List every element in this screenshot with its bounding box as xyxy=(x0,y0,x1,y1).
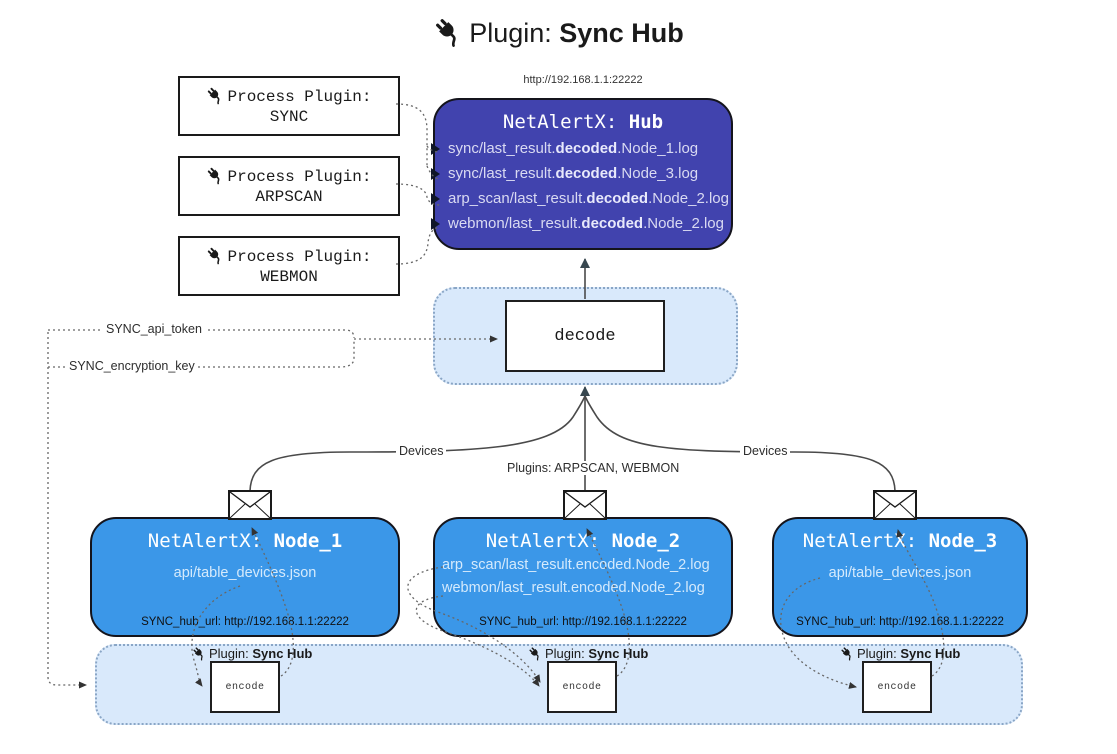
hub-file-row: arp_scan/last_result.decoded.Node_2.log xyxy=(431,188,731,210)
sync-plugin-label: Plugin: Sync Hub xyxy=(192,646,312,661)
hub-url: http://192.168.1.1:22222 xyxy=(523,74,643,86)
node-file-list: arp_scan/last_result.encoded.Node_2.log … xyxy=(435,557,731,596)
page-title-bold: Sync Hub xyxy=(559,18,684,48)
plug-icon xyxy=(433,16,465,48)
decode-label: decode xyxy=(554,326,616,346)
hub-file-bold: decoded xyxy=(555,165,618,182)
sync-plugin-label-prefix: Plugin: xyxy=(857,646,901,661)
hub-file-post: .Node_3.log xyxy=(617,165,699,182)
plug-icon xyxy=(206,86,225,105)
process-plugin-label: Process Plugin: xyxy=(227,88,372,106)
encode-box: encode xyxy=(547,661,617,713)
hub-title-bold: Hub xyxy=(628,111,664,133)
encode-label: encode xyxy=(562,681,602,693)
node-file-list: api/table_devices.json xyxy=(774,565,1026,581)
envelope-icon xyxy=(228,490,272,520)
encode-label: encode xyxy=(877,681,917,693)
hub-file-bold: decoded xyxy=(586,190,649,207)
plug-icon xyxy=(840,646,855,661)
encode-box: encode xyxy=(210,661,280,713)
hub-file-post: .Node_2.log xyxy=(648,190,729,207)
hub-file-post: .Node_1.log xyxy=(617,140,699,157)
file-arrow-icon xyxy=(431,168,440,180)
sync-plugin-label: Plugin: Sync Hub xyxy=(840,646,960,661)
process-plugin-name: SYNC xyxy=(269,108,309,126)
label-sync-api-token: SYNC_api_token xyxy=(103,322,205,336)
hub-file-row: sync/last_result.decoded.Node_1.log xyxy=(431,138,731,160)
plug-icon xyxy=(192,646,207,661)
envelope-icon xyxy=(873,490,917,520)
plug-icon xyxy=(528,646,543,661)
node-title: NetAlertX: Node_3 xyxy=(774,530,1026,552)
node-file: arp_scan/last_result.encoded.Node_2.log xyxy=(442,557,710,573)
node-title-prefix: NetAlertX: xyxy=(147,530,274,552)
encode-box: encode xyxy=(862,661,932,713)
node-title-bold: Node_1 xyxy=(273,530,343,552)
edge-label-plugins: Plugins: ARPSCAN, WEBMON xyxy=(504,461,683,475)
hub-title: NetAlertX: Hub xyxy=(435,111,731,133)
node-title: NetAlertX: Node_2 xyxy=(435,530,731,552)
hub-file-post: .Node_2.log xyxy=(643,215,724,232)
hub-file-bold: decoded xyxy=(581,215,644,232)
node-file: api/table_devices.json xyxy=(828,565,972,581)
label-sync-encryption-key: SYNC_encryption_key xyxy=(66,359,198,373)
page-title-prefix: Plugin: xyxy=(469,18,560,48)
sync-plugin-label-prefix: Plugin: xyxy=(545,646,589,661)
process-plugin-name: WEBMON xyxy=(260,268,318,286)
node-hub-url: SYNC_hub_url: http://192.168.1.1:22222 xyxy=(479,616,687,628)
sync-plugin-label-bold: Sync Hub xyxy=(900,646,961,661)
process-plugin-box-arpscan: Process Plugin: ARPSCAN xyxy=(178,156,400,216)
node-title: NetAlertX: Node_1 xyxy=(92,530,398,552)
sync-plugin-label-bold: Sync Hub xyxy=(252,646,313,661)
node-title-prefix: NetAlertX: xyxy=(802,530,929,552)
hub-box: NetAlertX: Hub sync/last_result.decoded.… xyxy=(431,98,733,250)
node-hub-url: SYNC_hub_url: http://192.168.1.1:22222 xyxy=(141,616,349,628)
envelope-icon xyxy=(563,490,607,520)
hub-file-row: webmon/last_result.decoded.Node_2.log xyxy=(431,213,731,235)
process-plugin-box-webmon: Process Plugin: WEBMON xyxy=(178,236,400,296)
hub-file-bold: decoded xyxy=(555,140,618,157)
decode-box: decode xyxy=(505,300,665,372)
node-box-node-1: NetAlertX: Node_1 api/table_devices.json… xyxy=(90,517,400,637)
node-box-node-3: NetAlertX: Node_3 api/table_devices.json… xyxy=(772,517,1028,637)
hub-file-pre: sync/last_result. xyxy=(448,140,556,157)
sync-plugin-label: Plugin: Sync Hub xyxy=(528,646,648,661)
process-plugin-label: Process Plugin: xyxy=(227,248,372,266)
node-hub-url: SYNC_hub_url: http://192.168.1.1:22222 xyxy=(796,616,1004,628)
sync-plugin-label-prefix: Plugin: xyxy=(209,646,253,661)
sync-plugin-label-bold: Sync Hub xyxy=(588,646,649,661)
encode-label: encode xyxy=(225,681,265,693)
node-box-node-2: NetAlertX: Node_2 arp_scan/last_result.e… xyxy=(433,517,733,637)
hub-file-pre: arp_scan/last_result. xyxy=(448,190,587,207)
node-file: api/table_devices.json xyxy=(173,565,317,581)
plug-icon xyxy=(206,246,225,265)
node-title-bold: Node_3 xyxy=(928,530,998,552)
node-file: webmon/last_result.encoded.Node_2.log xyxy=(442,580,705,596)
process-plugin-name: ARPSCAN xyxy=(255,188,323,206)
edge-label-devices-left: Devices xyxy=(396,444,447,458)
process-plugin-box-sync: Process Plugin: SYNC xyxy=(178,76,400,136)
file-arrow-icon xyxy=(431,193,440,205)
node-file-list: api/table_devices.json xyxy=(92,565,398,581)
process-plugin-label: Process Plugin: xyxy=(227,168,372,186)
hub-file-pre: sync/last_result. xyxy=(448,165,556,182)
hub-file-pre: webmon/last_result. xyxy=(448,215,582,232)
node-title-bold: Node_2 xyxy=(611,530,681,552)
page-title: Plugin: Sync Hub xyxy=(0,16,1117,49)
file-arrow-icon xyxy=(431,143,440,155)
hub-file-list: sync/last_result.decoded.Node_1.log sync… xyxy=(431,138,731,235)
hub-file-row: sync/last_result.decoded.Node_3.log xyxy=(431,163,731,185)
edge-label-devices-right: Devices xyxy=(740,444,791,458)
file-arrow-icon xyxy=(431,218,440,230)
hub-title-prefix: NetAlertX: xyxy=(502,111,629,133)
plug-icon xyxy=(206,166,225,185)
node-title-prefix: NetAlertX: xyxy=(485,530,612,552)
